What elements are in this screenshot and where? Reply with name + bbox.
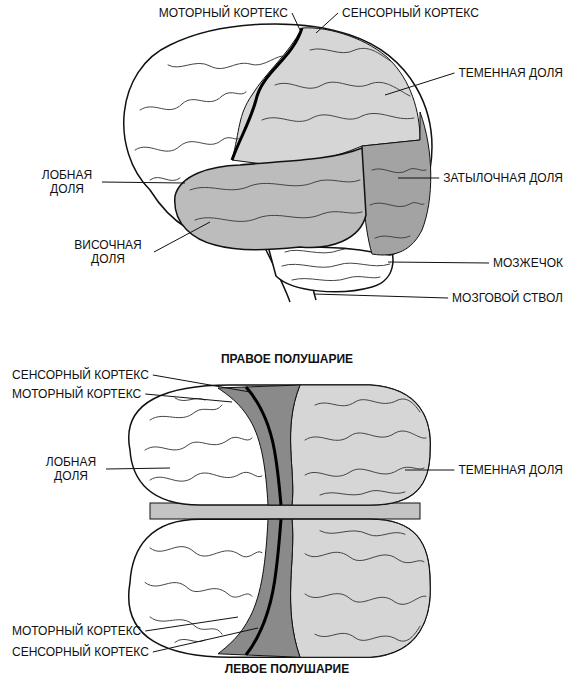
region-label: ТЕМЕННАЯ ДОЛЯ [458, 66, 563, 80]
region-label: МОЗГОВОЙ СТВОЛ [452, 291, 563, 305]
leader-line [153, 375, 250, 392]
leader-line [385, 73, 454, 95]
hemisphere-title: ЛЕВОЕ ПОЛУШАРИЕ [177, 662, 397, 676]
region-label: МОЗЖЕЧОК [493, 256, 563, 270]
region-label: СЕНСОРНЫЙ КОРТЕКС [342, 6, 479, 20]
right-hemisphere [129, 385, 430, 505]
leader-line [314, 294, 448, 298]
region-label: МОТОРНЫЙ КОРТЕКС [159, 6, 288, 20]
leader-line [388, 262, 489, 263]
region-label: ЛОБНАЯ ДОЛЯ [36, 168, 98, 196]
region-label: ЗАТЫЛОЧНАЯ ДОЛЯ [443, 171, 563, 185]
region-label: МОТОРНЫЙ КОРТЕКС [12, 624, 141, 638]
leader-line [316, 13, 338, 33]
region-label: ТЕМЕННАЯ ДОЛЯ [458, 463, 563, 477]
left-hemisphere [129, 519, 430, 657]
hemisphere-title: ПРАВОЕ ПОЛУШАРИЕ [177, 352, 397, 366]
region-label: СЕНСОРНЫЙ КОРТЕКС [12, 645, 149, 659]
region-label: МОТОРНЫЙ КОРТЕКС [12, 387, 141, 401]
leader-line [292, 13, 300, 30]
leader-line [102, 182, 185, 183]
leader-line [405, 470, 454, 471]
leader-line [145, 394, 232, 402]
region-label: СЕНСОРНЫЙ КОРТЕКС [12, 368, 149, 382]
leader-line [106, 468, 170, 469]
region-label: ЛОБНАЯ ДОЛЯ [40, 455, 102, 483]
leader-line [398, 178, 439, 179]
leader-line [145, 617, 238, 631]
leader-line [154, 222, 210, 252]
region-label: ВИСОЧНАЯ ДОЛЯ [66, 238, 150, 266]
leader-line [153, 628, 258, 652]
